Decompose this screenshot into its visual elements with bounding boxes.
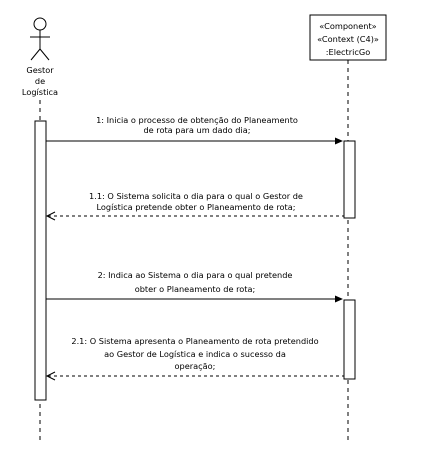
component-stereotype: «Component» [319,21,376,31]
component-box [309,14,387,61]
message-1-arrowhead [335,137,343,145]
actor-name-line-2: de [35,76,45,86]
message-1-1-arrowhead [45,211,56,221]
message-1-1: 1.1: O Sistema solicita o dia para o qua… [45,191,344,221]
actor-head [33,17,47,31]
actor-right-leg [39,48,50,61]
actor-activation-bar [34,120,47,401]
component-activation-bar-1 [343,140,356,219]
message-1-1-line-1: 1.1: O Sistema solicita o dia para o qua… [89,191,303,201]
message-1-1-line-2: Logística pretende obter o Planeamento d… [96,202,295,212]
message-2-arrowhead [335,295,343,303]
component-context: «Context (C4)» [317,34,379,44]
message-1: 1: Inicia o processo de obtenção do Plan… [46,115,343,145]
message-2-line-1: 2: Indica ao Sistema o dia para o qual p… [98,270,293,280]
message-2-1-arrowhead [45,371,56,381]
message-1-line-2: de rota para um dado dia; [143,125,250,135]
component-name: :ElectricGo [326,47,370,57]
message-2-1: 2.1: O Sistema apresenta o Planeamento d… [45,336,344,381]
message-2-1-line-3: operação; [175,361,216,371]
message-2-1-line-2: ao Gestor de Logística e indica o sucess… [104,349,286,359]
message-2: 2: Indica ao Sistema o dia para o qual p… [46,270,343,303]
actor-name-line-3: Logística [22,87,58,97]
component-activation-bar-2 [343,299,356,380]
message-1-line-1: 1: Inicia o processo de obtenção do Plan… [96,115,298,125]
message-2-line-2: obter o Planeamento de rota; [135,284,256,294]
actor-left-leg [30,48,41,61]
actor-name-line-1: Gestor [26,65,54,75]
message-2-1-line-1: 2.1: O Sistema apresenta o Planeamento d… [71,336,318,346]
actor-figure [30,17,50,61]
